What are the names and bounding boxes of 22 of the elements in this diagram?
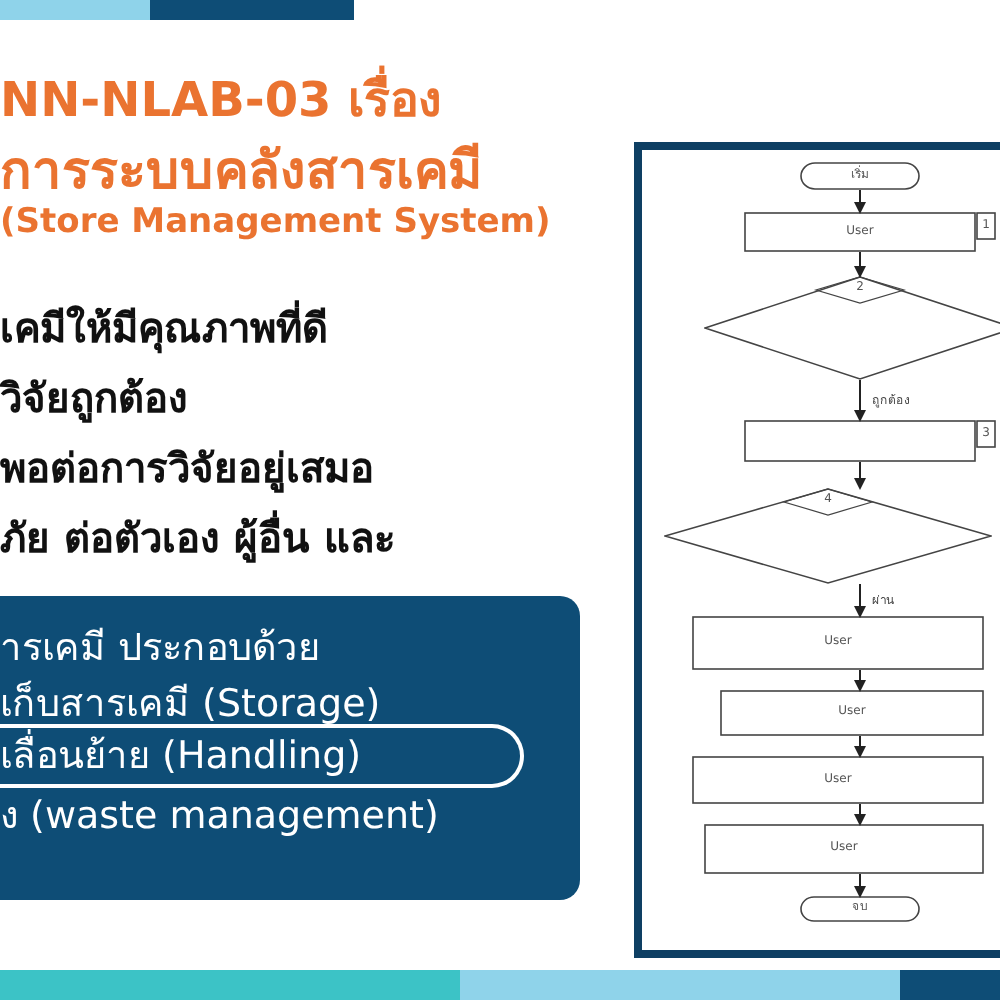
arrow bbox=[854, 735, 866, 758]
bullet-text: เคมีให้มีคุณภาพที่ดี bbox=[0, 298, 328, 358]
title-text: (Store Management System) bbox=[0, 202, 551, 242]
arrow bbox=[854, 189, 866, 214]
title-text: การระบบคลังสารเคมี bbox=[0, 140, 482, 206]
bullet-text: พอต่อการวิจัยอยู่เสมอ bbox=[0, 442, 374, 497]
arrow bbox=[854, 379, 866, 422]
arrow bbox=[854, 461, 866, 490]
highlight-pill: เลื่อนย้าย (Handling) bbox=[0, 724, 524, 788]
arrow bbox=[854, 669, 866, 692]
process-box bbox=[744, 420, 976, 462]
bullet-text: ภัย ต่อตัวเอง ผู้อื่น และ bbox=[0, 508, 396, 567]
arrow bbox=[854, 803, 866, 826]
panel-text: เก็บสารเคมี (Storage) bbox=[0, 678, 381, 729]
arrow bbox=[854, 583, 866, 618]
info-panel bbox=[0, 596, 580, 900]
title-text: NN-NLAB-03 เรื่อง bbox=[0, 60, 443, 138]
arrow bbox=[854, 251, 866, 278]
panel-text: ง (waste management) bbox=[0, 792, 439, 842]
arrow bbox=[854, 873, 866, 898]
bullet-text: วิจัยถูกต้อง bbox=[0, 372, 188, 427]
panel-text: ารเคมี ประกอบด้วย bbox=[0, 624, 321, 674]
